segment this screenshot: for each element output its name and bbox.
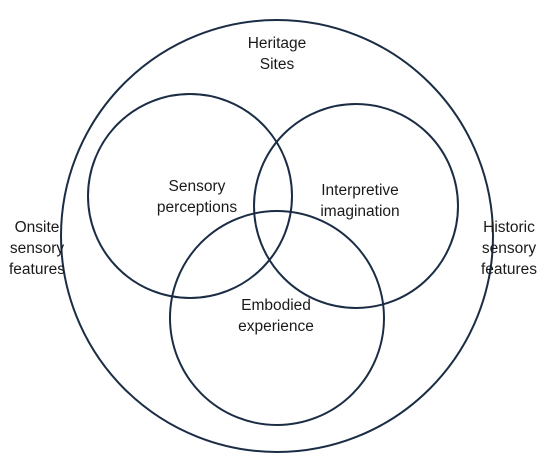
embodied-experience-circle [169,210,385,426]
heritage-sites-label: Heritage Sites [248,33,307,75]
interpretive-imagination-circle [253,103,459,309]
onsite-features-label-line-1: Onsite [14,219,60,236]
sensory-perceptions-circle [87,93,293,299]
onsite-features-label-line-2: sensory [9,240,65,257]
heritage-sites-label-line-1: Heritage [247,35,307,52]
onsite-features-label-line-3: features [8,261,66,278]
interpretive-imagination-label: Interpretive imagination [320,180,399,222]
historic-features-label-line-3: features [480,261,538,278]
sensory-perceptions-label-line-2: perceptions [156,199,238,216]
historic-features-label-line-2: sensory [481,240,537,257]
sensory-perceptions-label-line-1: Sensory [168,178,226,195]
interpretive-imagination-label-line-2: imagination [320,203,400,220]
historic-features-label: Historic sensory features [481,217,537,280]
embodied-experience-label-line-2: experience [238,318,314,335]
onsite-features-label: Onsite sensory features [9,217,65,280]
historic-features-label-line-1: Historic [483,219,535,236]
sensory-perceptions-label: Sensory perceptions [157,176,237,218]
heritage-sites-label-line-2: Sites [259,56,295,73]
interpretive-imagination-label-line-1: Interpretive [321,182,399,199]
embodied-experience-label-line-1: Embodied [241,297,311,314]
heritage-sites-circle [60,19,494,453]
embodied-experience-label: Embodied experience [238,295,314,337]
